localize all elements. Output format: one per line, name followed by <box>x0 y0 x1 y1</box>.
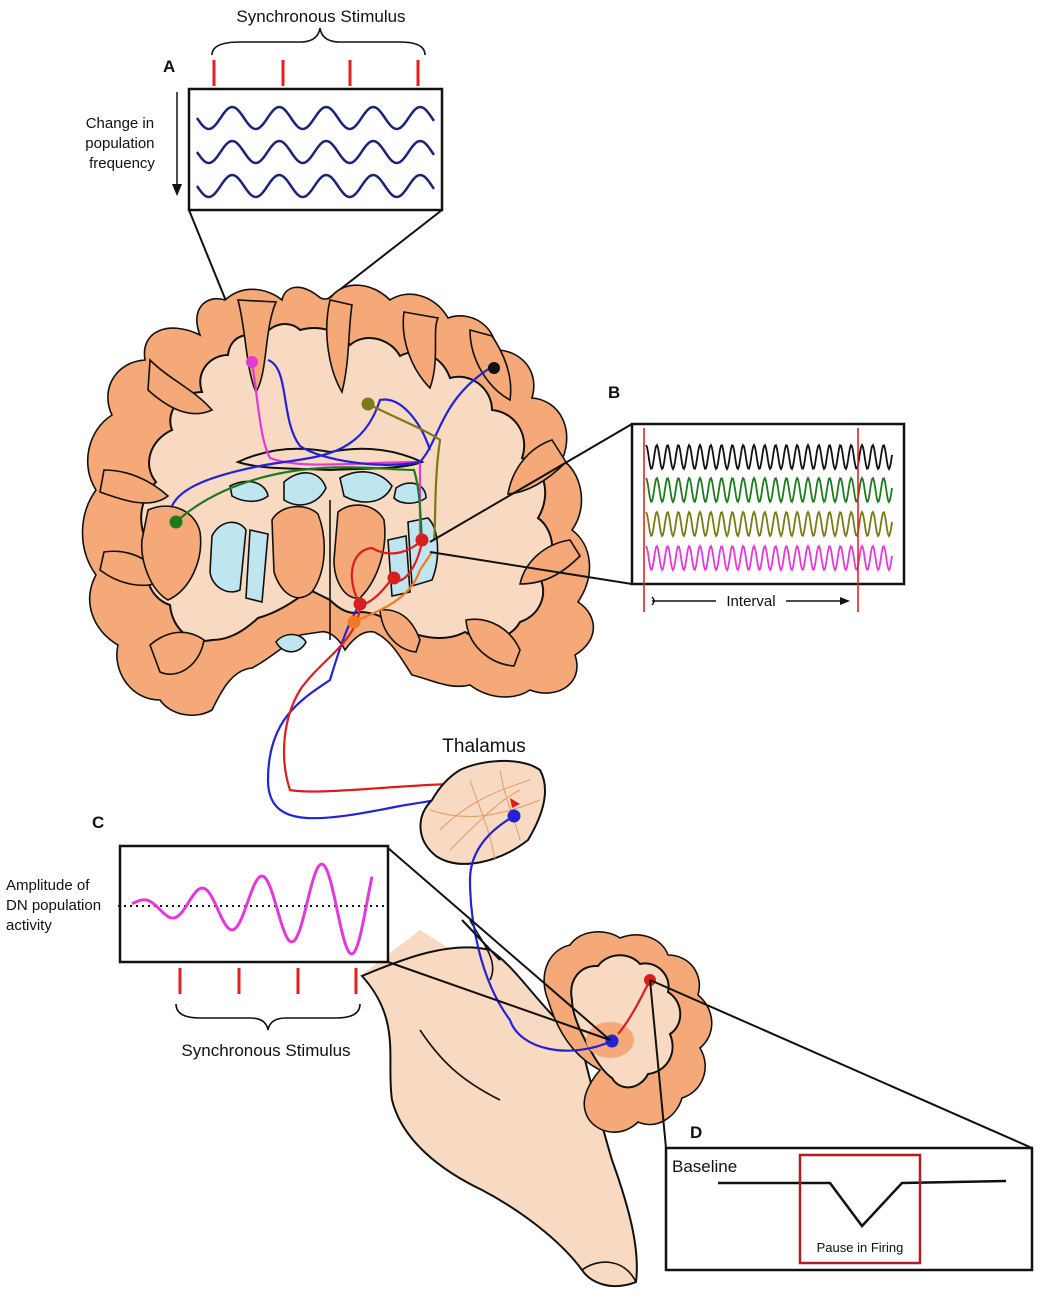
striatum <box>245 529 269 604</box>
panel-c-axis-label: Amplitude of DN population activity <box>6 877 105 934</box>
zoom-line <box>429 423 633 543</box>
brainstem-tip <box>581 1261 637 1283</box>
striatum <box>407 517 439 588</box>
insula <box>140 505 202 601</box>
neuron-red <box>387 571 401 585</box>
pathway-olive <box>367 403 442 541</box>
arrow-head-red <box>510 798 520 808</box>
dentatothalamic-path <box>468 815 613 1052</box>
axis-label-line: Change in <box>86 115 154 132</box>
panel-a-waves <box>195 105 436 199</box>
axis-label-line: population <box>85 135 154 152</box>
neuron-black <box>488 362 500 374</box>
thalamus-section <box>333 504 386 599</box>
oscillation-wave <box>645 475 893 505</box>
panel-c-letter: C <box>92 813 104 832</box>
interval-arrow-head <box>840 597 850 605</box>
zoom-line <box>429 551 633 585</box>
panel-b-letter: B <box>608 383 620 402</box>
thalamus-label: Thalamus <box>442 736 525 757</box>
pause-label: Pause in Firing <box>817 1240 904 1255</box>
thalamus-body <box>419 760 546 865</box>
zoom-line <box>387 847 611 1041</box>
population-wave <box>195 173 436 199</box>
oscillation-wave <box>645 543 893 573</box>
baseline-label: Baseline <box>672 1157 737 1176</box>
pause-box <box>798 1153 922 1265</box>
gyrus <box>99 469 170 504</box>
lateral-ventricle <box>283 472 327 506</box>
neuron-red <box>415 533 429 547</box>
gyrus <box>325 299 353 395</box>
striatum <box>387 535 411 597</box>
zoom-line <box>387 961 611 1041</box>
gyrus <box>149 631 205 675</box>
panel-a-stimulus-ticks <box>212 60 420 86</box>
neuron-red <box>353 597 367 611</box>
panel-c-brace <box>175 1003 361 1031</box>
panel-c-wave <box>131 862 374 956</box>
thalamus-structure: Thalamus <box>419 736 546 865</box>
panel-b: B Interval <box>608 383 906 612</box>
down-arrow-head <box>172 184 182 196</box>
axis-label-line: Amplitude of <box>6 877 90 894</box>
neuron-olive <box>361 397 375 411</box>
panel-b-waves <box>645 442 893 573</box>
panel-a-letter: A <box>163 57 175 76</box>
gyrus <box>147 358 214 415</box>
zoom-line <box>649 979 667 1149</box>
panel-d-letter: D <box>690 1123 702 1142</box>
gyrus <box>507 439 568 495</box>
interval-label: Interval <box>726 593 775 610</box>
axis-label-line: DN population <box>6 897 101 914</box>
thalamus-section <box>271 505 326 599</box>
gyrus <box>518 539 582 585</box>
striatum <box>209 521 247 593</box>
neuron-magenta <box>246 356 258 368</box>
pathway-magenta <box>250 361 422 540</box>
zoom-line <box>461 919 501 961</box>
brainstem-groove <box>419 1029 501 1101</box>
coronal-brain-section <box>81 284 633 820</box>
neuron-green <box>169 515 183 529</box>
purkinje-axon <box>617 979 651 1035</box>
oscillation-wave <box>645 509 893 539</box>
pathway-blue-1 <box>267 358 491 466</box>
panel-c-stimulus-label: Synchronous Stimulus <box>181 1041 350 1060</box>
panel-a-stimulus-label: Synchronous Stimulus <box>236 7 405 26</box>
striatum <box>275 633 307 653</box>
pathway-green <box>175 466 424 541</box>
oscillation-wave <box>645 442 893 472</box>
gyrus <box>402 311 440 390</box>
lateral-ventricle <box>339 471 393 503</box>
panel-c-box <box>118 844 390 964</box>
panel-a-brace <box>211 27 426 56</box>
panel-c-stimulus-ticks <box>178 968 358 994</box>
panel-d: D Baseline Pause in Firing <box>664 1123 1034 1272</box>
brainstem-cerebellum <box>360 815 1033 1287</box>
interval-arrow-tail <box>651 596 655 606</box>
pathway-blue-2 <box>170 398 432 507</box>
firing-trace <box>718 1179 1007 1228</box>
panel-c: C Amplitude of DN population activity Sy… <box>6 813 390 1060</box>
thalamus-veins <box>429 769 541 861</box>
panel-a-axis-label: Change in population frequency <box>85 115 158 172</box>
axis-label-line: activity <box>6 917 52 934</box>
neuron-orange <box>347 615 361 629</box>
gyrus <box>465 618 521 667</box>
population-wave <box>195 105 436 131</box>
population-wave <box>195 139 436 165</box>
axis-label-line: frequency <box>89 155 155 172</box>
zoom-line <box>649 979 1033 1149</box>
lateral-ventricle <box>393 482 427 505</box>
pathway-orange <box>353 551 433 623</box>
